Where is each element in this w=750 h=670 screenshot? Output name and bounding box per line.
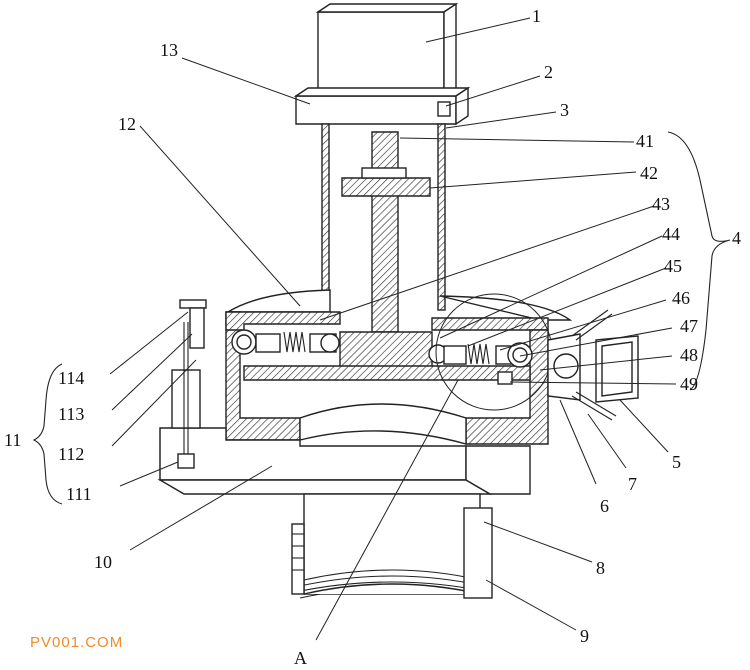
label-4: 4 <box>732 228 741 248</box>
main-housing <box>225 311 549 445</box>
label-113: 113 <box>58 404 84 424</box>
label-46: 46 <box>672 288 690 308</box>
label-12: 12 <box>118 114 136 134</box>
leader-lines <box>109 17 677 641</box>
label-A: A <box>294 648 307 668</box>
label-111: 111 <box>66 484 92 504</box>
label-41: 41 <box>636 131 654 151</box>
label-2: 2 <box>544 62 553 82</box>
thread-rings <box>291 523 305 595</box>
right-spring-assembly <box>428 342 533 385</box>
tube-clamp <box>463 507 493 599</box>
central-shaft <box>371 131 399 333</box>
label-8: 8 <box>596 558 605 578</box>
label-5: 5 <box>672 452 681 472</box>
mount-plate <box>293 86 471 126</box>
chamber-floor <box>299 403 467 445</box>
brace-11 <box>32 363 63 505</box>
label-112: 112 <box>58 444 84 464</box>
collar-top <box>361 167 407 179</box>
label-13: 13 <box>160 40 178 60</box>
label-44: 44 <box>662 224 680 244</box>
label-11: 11 <box>4 430 21 450</box>
sensor-block <box>437 101 451 117</box>
watermark: PV001.COM <box>30 634 124 651</box>
label-49: 49 <box>680 374 698 394</box>
shaft-collar <box>341 177 431 197</box>
label-1: 1 <box>532 6 541 26</box>
housing-top-left <box>225 289 331 313</box>
brace-4 <box>667 131 731 391</box>
part-labels: 1 2 3 41 42 43 44 45 46 47 48 49 4 5 6 7… <box>4 6 741 668</box>
label-42: 42 <box>640 163 658 183</box>
label-43: 43 <box>652 194 670 214</box>
level-gauge <box>171 299 207 469</box>
label-47: 47 <box>680 316 698 336</box>
label-114: 114 <box>58 368 84 388</box>
shaft-base <box>339 331 433 369</box>
label-10: 10 <box>94 552 112 572</box>
label-48: 48 <box>680 345 698 365</box>
label-9: 9 <box>580 626 589 646</box>
label-45: 45 <box>664 256 682 276</box>
bottom-tube <box>295 493 489 599</box>
label-3: 3 <box>560 100 569 120</box>
left-spring-assembly <box>231 329 340 355</box>
label-6: 6 <box>600 496 609 516</box>
motor-box <box>315 2 459 98</box>
label-7: 7 <box>628 474 637 494</box>
